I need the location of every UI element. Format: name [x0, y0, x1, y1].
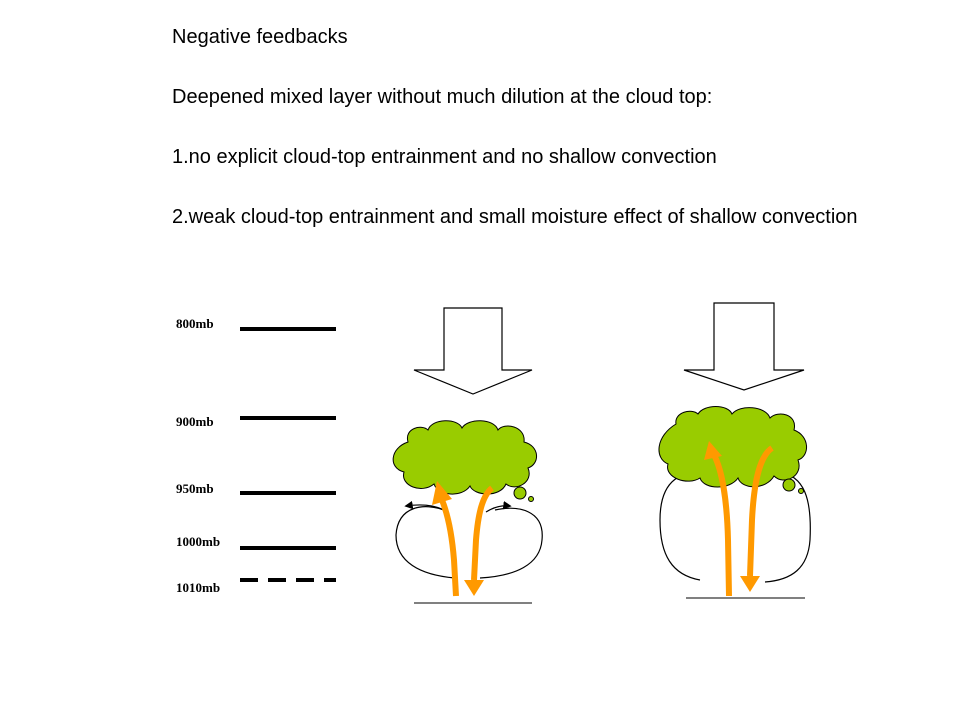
orange-arrow-down-shaft: [471, 485, 495, 581]
level-label-900: 900mb: [176, 414, 214, 429]
scenario-2: [658, 302, 811, 599]
cloud-puff-large: [782, 478, 796, 492]
entrainment-arrow-left: [404, 500, 445, 511]
orange-arrow-head-down: [464, 580, 484, 596]
orange-arrow-head-up: [704, 441, 722, 460]
cloud-puff-large: [513, 486, 527, 500]
orange-arrow-head-down: [740, 576, 760, 592]
scenario-1: [392, 307, 543, 604]
circulation-loop-left: [395, 506, 456, 579]
level-label-1010: 1010mb: [176, 580, 220, 595]
list-item-2: 2.weak cloud-top entrainment and small m…: [172, 206, 858, 228]
level-label-1000: 1000mb: [176, 534, 220, 549]
slide-subtitle: Deepened mixed layer without much diluti…: [172, 86, 713, 108]
circulation-loop-right: [479, 507, 543, 579]
slide-title: Negative feedbacks: [172, 26, 348, 48]
down-arrow-icon: [413, 307, 533, 395]
orange-arrow-icon: [711, 453, 732, 597]
orange-arrow-head-up: [432, 481, 452, 505]
cloud-puff-small: [798, 488, 804, 494]
cloud-puff-small: [528, 496, 534, 502]
circulation-loop-right: [764, 471, 811, 583]
list-item-1: 1.no explicit cloud-top entrainment and …: [172, 146, 717, 168]
down-arrow-icon: [683, 302, 805, 391]
cloud-icon: [392, 420, 537, 495]
level-label-950: 950mb: [176, 481, 214, 496]
cloud-icon: [658, 406, 807, 488]
entrainment-arrow-right: [485, 501, 512, 513]
orange-arrow-icon: [439, 498, 459, 597]
text-block: Negative feedbacks Deepened mixed layer …: [172, 22, 892, 232]
level-label-800: 800mb: [176, 316, 214, 331]
circulation-loop-left: [659, 470, 719, 581]
orange-arrow-down-shaft: [747, 445, 774, 577]
